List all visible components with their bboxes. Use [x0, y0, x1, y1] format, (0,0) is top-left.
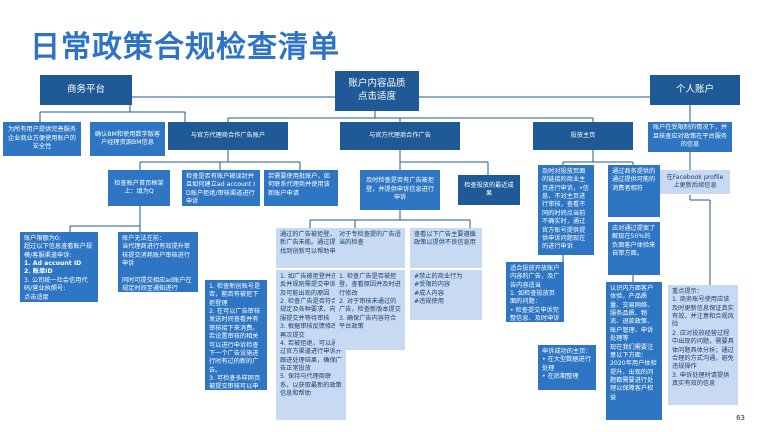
content-quality-node: 账户内容品质 点击适度 — [335, 71, 419, 111]
ad-review-steps-node: 1. 如广告被拒登并违反并规则需提交申诉，及可能出现的原因 2. 检查广告是否符… — [276, 270, 346, 420]
personal-profile-node: 在Facebook profile上更新后续信息 — [660, 170, 730, 194]
check-account-node: 检查账户首页框架上：填为Q — [108, 170, 170, 206]
landing-catalog-node: 申诉成功的主页： • 在大型数据进行处理 • 在后期整理 — [538, 345, 596, 390]
account-limit-node: 账户限额为0; 超过以下信息查看账户规模/客服渠道申诉: 1. Ad accou… — [20, 232, 98, 302]
ad-result-node: 检查投放的最近成果 — [458, 175, 520, 205]
business-platform-node: 商务平台 — [40, 75, 132, 105]
new-account-node: 若需要使用批账户，如何联系代理商并使用该新账户申请 — [264, 170, 338, 206]
landing-disable-node: 适合投放开放账户内容的广告，及广告内容适当 1. 如检查投放页面的问题： • 检… — [506, 262, 564, 322]
business-bm-node: 确认BM和使用数字版客户经理资源BM信息 — [90, 122, 165, 156]
personal-account-node: 个人账户 — [650, 75, 740, 105]
business-security-node: 为所有用户提供完善服务企业商业方便使用账户的安全性 — [3, 122, 81, 156]
personal-restricted-node: 账户在受限制的情况下，并且核查应对政策在平台服务的信息 — [648, 122, 732, 152]
page-number: 63 — [736, 414, 745, 422]
landing-consumer-node: 通过商务提供的通过提供可能的消费者相符 — [608, 165, 660, 217]
own-ads-node: 与官方代理商合作广告账户 — [168, 122, 288, 150]
key-tips-node: 重点提示： 1. 商务账号使用应该及时更新信息保证真实有效，并注意和合规风险 2… — [668, 285, 738, 405]
account-notice-node: 账户无法在前： 当代理商进行有效提升审核提交消耗账户审核进行申诉 同时可提交相应… — [118, 232, 198, 292]
policy-ensure-node: 查看以下广告主要遵循政策以提供不良信息用 — [410, 228, 482, 268]
ad-special-steps-node: 1. 检查广告是否被拒登，查看原因并及时进行修改 2. 对于审核未通过的广告，检… — [335, 270, 405, 350]
ad-rejected-node: 及时检查是否有广告被拒登，并提供申诉信息进行申诉 — [360, 170, 440, 210]
ad-special-check-node: 对于专检查提的广告适当的检查 — [335, 228, 405, 268]
account-appeal-node: 检查是否有账户被误封并且如何建立ad account ID账户拒绝/审核渠道进行… — [182, 170, 260, 206]
page-title: 日常政策合规检查清单 — [30, 30, 340, 65]
ad-review-node: 通过的广告被拒登，及新广告未能。通过提前找到创新可以帮助申请 — [276, 228, 346, 268]
policy-list-node: #禁止的商业行为 #受限的内容 #成人内容 #违规使用 — [410, 270, 482, 320]
landing-feedback-node: 应对通过提案了解现在50%的负面客户体验来自审方面。 — [608, 222, 660, 275]
ad-publish-node: 与官方代理商合作广告 — [340, 122, 460, 150]
landing-page-node: 投放主页 — [533, 122, 633, 150]
customer-experience-node: 认识内方面客户体验，产品质量、交易网络、服务品质、物流、退款政策、账户管理、申诉… — [606, 282, 662, 420]
landing-appeal-node: 及时对投放页面的链接的商业主页进行申诉，•信息、不对主页进行审核，查看不同的时间… — [538, 165, 594, 255]
ad-check-steps-node: 1. 检查新创账号是否，能否有被拒下拒登理 2. 在可以广告审核发送时间查看并有… — [205, 280, 267, 390]
